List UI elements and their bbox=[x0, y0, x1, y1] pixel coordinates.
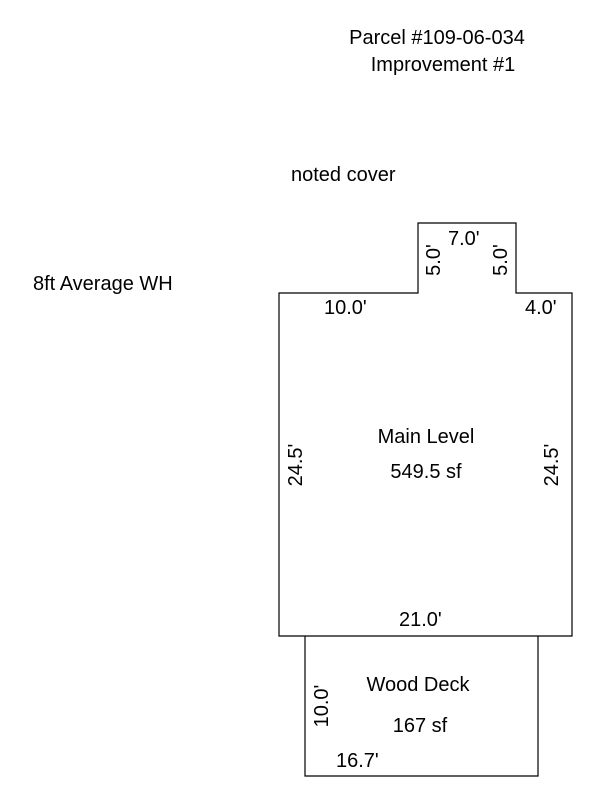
note-cover: noted cover bbox=[291, 164, 396, 186]
deck-dim-side: 10.0' bbox=[311, 685, 333, 728]
dim-left-side: 24.5' bbox=[285, 444, 307, 487]
dim-right-side: 24.5' bbox=[541, 444, 563, 487]
dim-bump-right: 5.0' bbox=[490, 244, 512, 276]
dim-top-right: 4.0' bbox=[525, 297, 557, 319]
main-level-name: Main Level bbox=[378, 426, 475, 448]
dim-bump-top: 7.0' bbox=[448, 228, 480, 250]
wood-deck-name: Wood Deck bbox=[366, 674, 470, 696]
dim-bottom: 21.0' bbox=[399, 609, 442, 631]
improvement-number: Improvement #1 bbox=[371, 54, 516, 76]
note-wall-height: 8ft Average WH bbox=[33, 273, 173, 295]
main-level-area: 549.5 sf bbox=[390, 461, 462, 483]
dim-top-left: 10.0' bbox=[324, 297, 367, 319]
dim-bump-left: 5.0' bbox=[423, 244, 445, 276]
wood-deck-outline bbox=[304, 636, 539, 777]
deck-dim-bottom: 16.7' bbox=[336, 750, 379, 772]
main-level-outline bbox=[278, 222, 573, 637]
wood-deck-area: 167 sf bbox=[393, 715, 448, 737]
parcel-number: Parcel #109-06-034 bbox=[349, 27, 525, 49]
